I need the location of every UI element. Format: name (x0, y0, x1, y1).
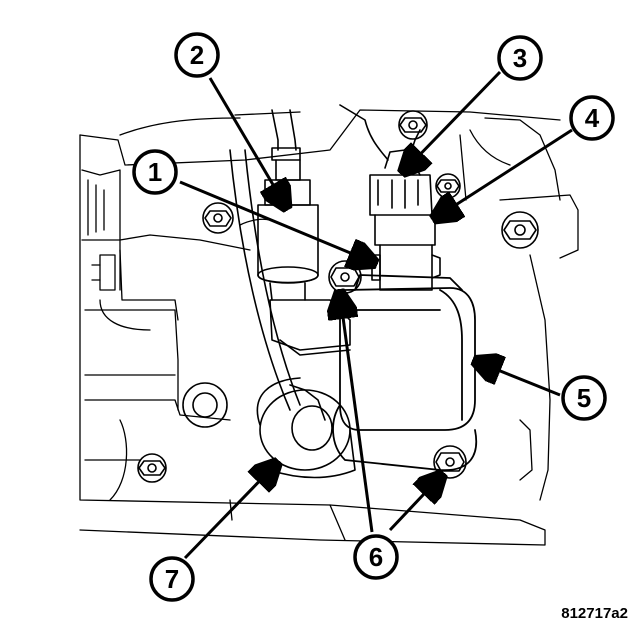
figure-id: 812717a2 (561, 605, 628, 622)
actuator-body (332, 274, 478, 471)
vent-tube (229, 109, 319, 411)
callout-6: 6 (353, 534, 399, 580)
callout-4: 4 (569, 95, 615, 141)
bolt-upper-center (398, 110, 428, 140)
actuator-bracket (269, 299, 351, 356)
leader-lines (179, 70, 573, 560)
callout-2: 2 (174, 32, 220, 78)
callout-number: 2 (190, 40, 204, 70)
bolt-upper-right (435, 173, 461, 199)
callout-number: 4 (585, 103, 600, 133)
leader-line-5 (478, 362, 561, 397)
leader-line-4 (437, 128, 573, 217)
callout-number: 1 (148, 157, 162, 187)
bolt-lower-left (137, 453, 167, 483)
leader-line-3 (405, 70, 502, 170)
callout-7: 7 (149, 556, 195, 602)
callout-number: 7 (165, 564, 179, 594)
bolt-right (501, 211, 539, 249)
callouts: 1 2 3 4 5 6 7 (132, 32, 615, 602)
boss-left-round (182, 382, 228, 428)
callout-number: 5 (577, 383, 591, 413)
leader-line-6a (340, 295, 374, 533)
leader-line-6b (388, 477, 440, 532)
bolt-upper-actuator (328, 260, 362, 294)
callout-3: 3 (497, 35, 543, 81)
callout-number: 3 (513, 43, 527, 73)
leader-line-7 (183, 465, 275, 560)
bolt-lower-actuator (433, 445, 467, 479)
leader-line-2 (208, 77, 285, 205)
leader-line-1 (179, 180, 372, 262)
callout-1: 1 (132, 149, 178, 195)
callout-5: 5 (561, 375, 607, 421)
callout-number: 6 (369, 542, 383, 572)
bolt-upper-left (202, 202, 234, 234)
